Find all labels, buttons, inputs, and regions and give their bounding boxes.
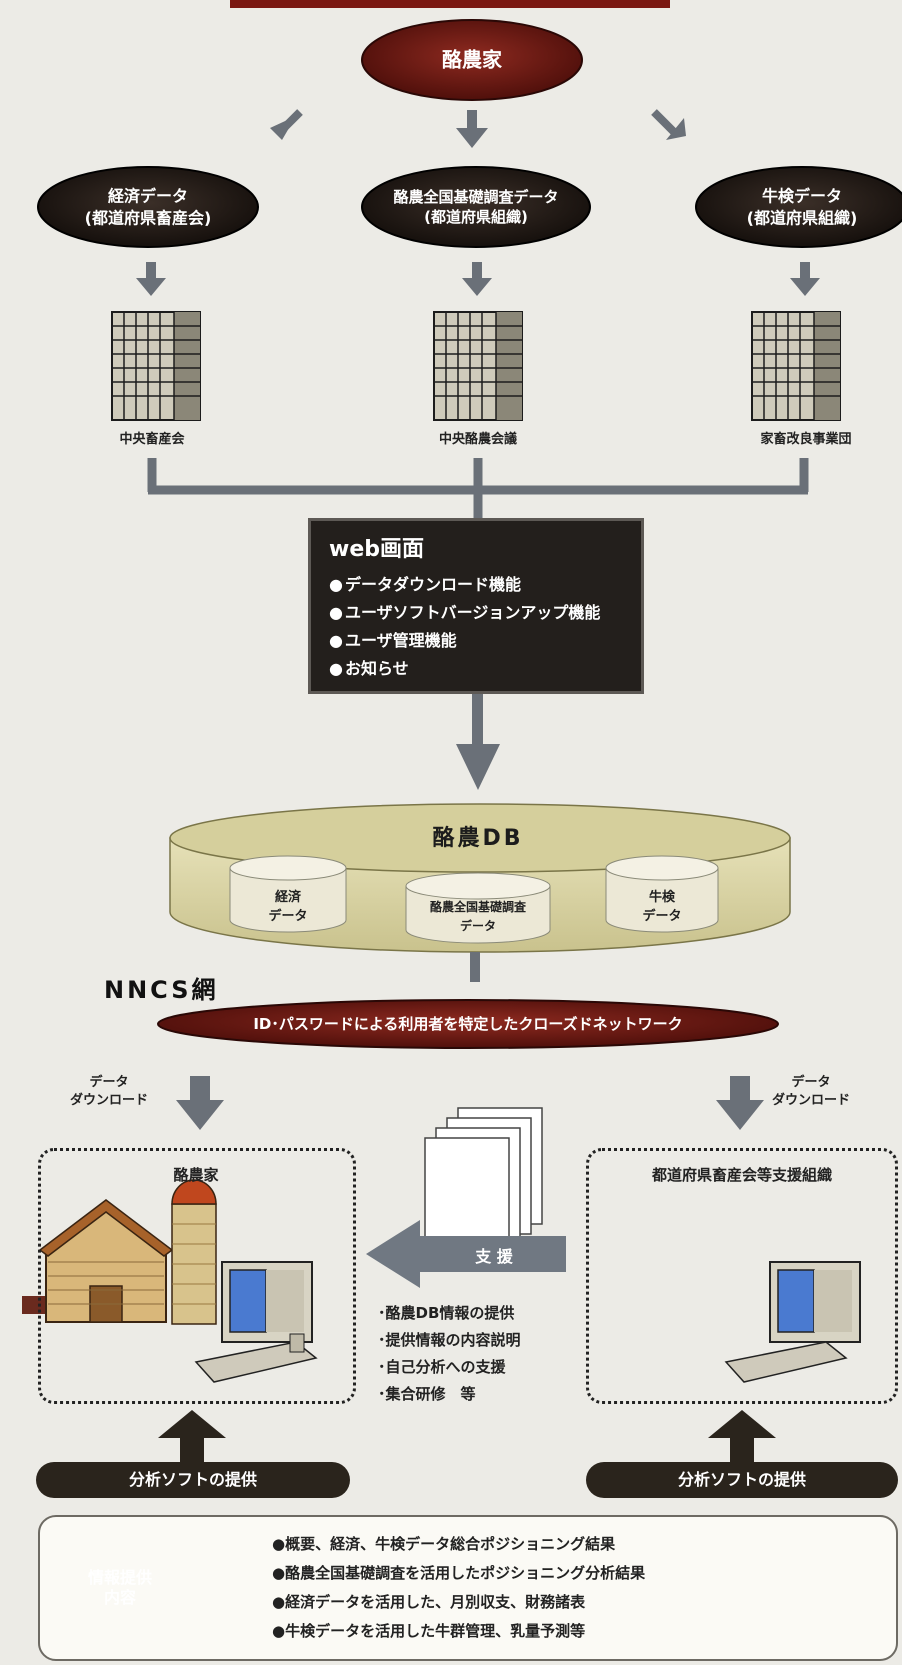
support-list: 酪農DB情報の提供 提供情報の内容説明 自己分析への支援 集合研修 等	[378, 1300, 521, 1408]
db-network-line	[470, 952, 480, 982]
info-list: 概要、経済、牛検データ総合ポジショニング結果 酪農全国基礎調査を活用したポジショ…	[272, 1530, 645, 1646]
source-milk-test-line1: 牛検データ	[761, 186, 843, 206]
web-screen-box: web画面 データダウンロード機能 ユーザソフトバージョンアップ機能 ユーザ管理…	[308, 518, 644, 694]
farmer-oval	[361, 19, 583, 101]
support-item-db-info: 酪農DB情報の提供	[378, 1300, 521, 1327]
db-store-survey-line1: 酪農全国基礎調査	[429, 900, 527, 914]
info-badge-line1: 情報提供	[87, 1568, 153, 1587]
download-left-line1: データ	[89, 1075, 129, 1090]
support-org-box	[586, 1148, 898, 1404]
computer-icon-support-org	[724, 1261, 861, 1383]
db-store-economic: 経済 データ	[268, 888, 307, 926]
source-oval-milk-test	[695, 166, 902, 248]
source-survey-line2: (都道府県組織)	[424, 208, 528, 226]
download-right-line2: ダウンロード	[772, 1093, 851, 1108]
web-item-user-management: ユーザ管理機能	[329, 627, 623, 655]
source-survey: 酪農全国基礎調査データ (都道府県組織)	[393, 187, 558, 228]
source-milk-test: 牛検データ (都道府県組織)	[747, 185, 858, 228]
info-badge-line2: 内容	[103, 1588, 137, 1607]
arrow-web-to-db	[456, 694, 500, 790]
db-store-milk-test-line2: データ	[642, 909, 682, 924]
building-arrows	[136, 262, 820, 296]
connector-lines	[147, 458, 809, 520]
web-item-notices: お知らせ	[329, 655, 623, 683]
analysis-soft-left: 分析ソフトの提供	[36, 1462, 350, 1498]
source-economic: 経済データ (都道府県畜産会)	[85, 185, 212, 228]
source-milk-test-line2: (都道府県組織)	[746, 208, 858, 227]
arrow-down-head	[456, 128, 488, 148]
document-stack-icon	[424, 1107, 543, 1255]
building-label-central-dairy: 中央酪農会議	[438, 432, 518, 447]
network-oval	[157, 999, 779, 1049]
support-item-training: 集合研修 等	[378, 1381, 521, 1408]
support-arrow-label: 支 援	[475, 1247, 513, 1266]
db-store-survey: 酪農全国基礎調査 データ	[430, 898, 526, 936]
top-arrows	[270, 109, 686, 148]
analysis-up-arrows	[158, 1410, 776, 1462]
farmer-oval-label: 酪農家	[442, 47, 502, 72]
farmer-box	[38, 1148, 356, 1404]
source-oval-survey	[361, 166, 591, 248]
support-item-explanation: 提供情報の内容説明	[378, 1327, 521, 1354]
download-label-left: データ ダウンロード	[70, 1074, 148, 1110]
building-label-central-livestock: 中央畜産会	[119, 432, 185, 447]
download-right-line1: データ	[791, 1075, 831, 1090]
source-economic-line2: (都道府県畜産会)	[84, 208, 212, 227]
info-item-survey-analysis: 酪農全国基礎調査を活用したポジショニング分析結果	[272, 1559, 645, 1588]
computer-icon-farmer	[194, 1261, 318, 1383]
source-economic-line1: 経済データ	[107, 186, 189, 206]
network-description: ID･パスワードによる利用者を特定したクローズドネットワーク	[253, 1015, 683, 1033]
db-store-survey-line2: データ	[459, 919, 497, 933]
download-left-line2: ダウンロード	[70, 1093, 149, 1108]
barn-icon	[22, 1199, 174, 1323]
building-icons	[111, 311, 841, 421]
database-title: 酪農DB	[432, 826, 524, 851]
farmer-box-title: 酪農家	[173, 1166, 219, 1184]
db-store-milk-test: 牛検 データ	[642, 888, 681, 926]
download-arrows	[176, 1076, 764, 1130]
support-arrow	[366, 1220, 566, 1288]
db-store-economic-line1: 経済	[274, 890, 302, 905]
info-item-herd-management: 牛検データを活用した牛群管理、乳量予測等	[272, 1617, 645, 1646]
web-item-download: データダウンロード機能	[329, 571, 623, 599]
silo-icon	[171, 1179, 217, 1325]
analysis-soft-right: 分析ソフトの提供	[586, 1462, 898, 1498]
building-label-livestock-improvement: 家畜改良事業団	[760, 432, 852, 447]
info-item-monthly-balance: 経済データを活用した、月別収支、財務諸表	[272, 1588, 645, 1617]
db-store-milk-test-line1: 牛検	[648, 890, 676, 905]
support-org-box-title: 都道府県畜産会等支援組織	[651, 1166, 833, 1184]
source-survey-line1: 酪農全国基礎調査データ	[393, 187, 559, 206]
cropped-title-bar	[230, 0, 670, 8]
web-item-version-up: ユーザソフトバージョンアップ機能	[329, 599, 623, 627]
info-badge: 情報提供 内容	[88, 1568, 152, 1608]
network-title: NNCS網	[104, 976, 219, 1004]
source-oval-economic	[37, 166, 259, 248]
web-screen-title: web画面	[329, 537, 424, 562]
download-label-right: データ ダウンロード	[772, 1074, 850, 1110]
support-item-self-analysis: 自己分析への支援	[378, 1354, 521, 1381]
db-store-economic-line2: データ	[268, 909, 308, 924]
database-cylinder	[169, 803, 791, 953]
info-item-positioning: 概要、経済、牛検データ総合ポジショニング結果	[272, 1530, 645, 1559]
